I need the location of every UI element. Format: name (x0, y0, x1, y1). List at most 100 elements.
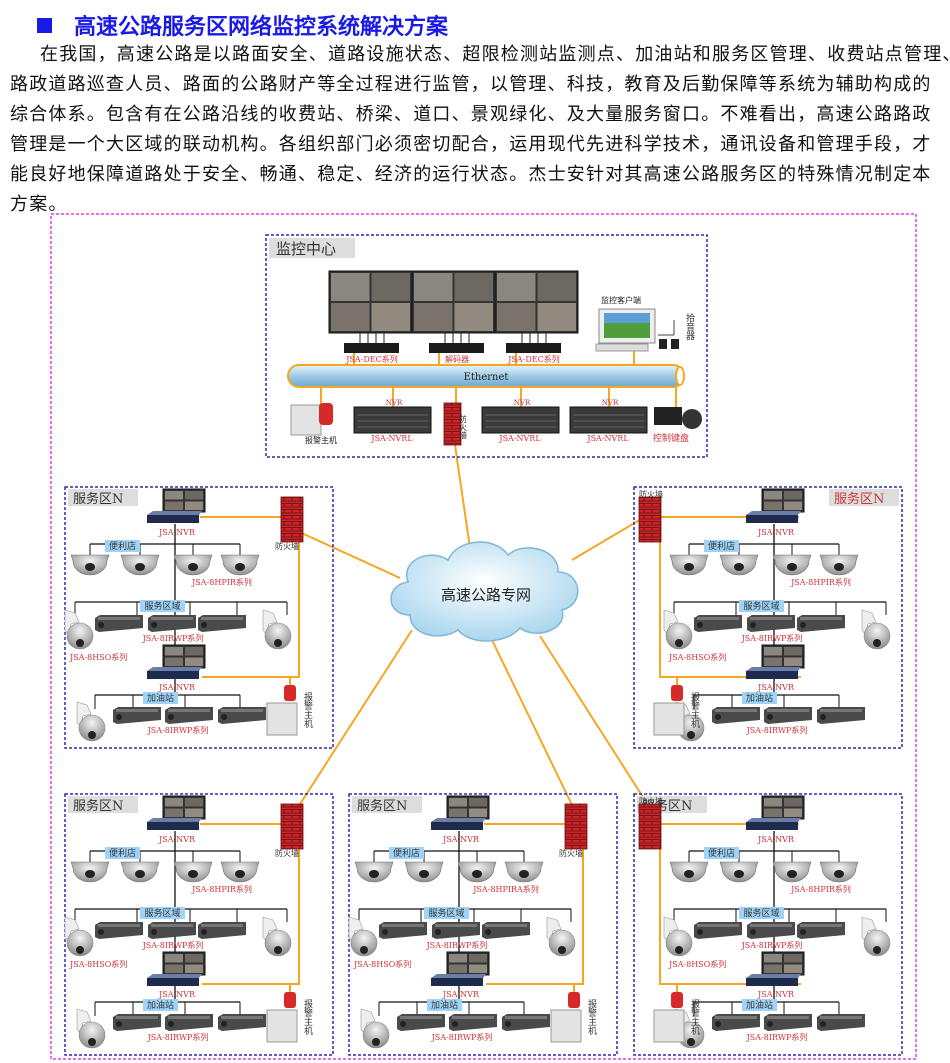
zone-tag-label: 加油站 (746, 999, 773, 1011)
monitor-icon (162, 644, 206, 669)
monitor-icon (761, 951, 805, 976)
firewall-label: 防火墙 (639, 796, 663, 806)
alarm-siren-icon (319, 403, 333, 425)
zone-tag (427, 999, 462, 1011)
zone-tag-label: 便利店 (109, 847, 136, 859)
nvr-server-icon (353, 406, 432, 434)
panel-title: 服务区N (834, 491, 884, 507)
dome-camera-icon (504, 861, 544, 883)
zone-tag-label: 服务区域 (144, 600, 180, 612)
nvr-label: JSA-NVR (442, 990, 480, 999)
network-link (454, 444, 471, 549)
ptz-camera-icon (76, 701, 106, 742)
alarm-host-icon (653, 1009, 685, 1043)
network-link (491, 639, 573, 806)
alarm-label: 报警主机 (586, 998, 597, 1036)
nvr-label: JSA-NVR (757, 528, 795, 537)
dome-camera-icon (70, 554, 110, 576)
nvr-server-icon (481, 406, 560, 434)
zone-tag-label: 便利店 (109, 540, 136, 552)
cloud-icon (390, 541, 579, 642)
dome-camera-icon (354, 861, 394, 883)
center-title: 监控中心 (276, 240, 336, 258)
dome-camera-icon (772, 861, 812, 883)
monitor-icon (761, 488, 805, 513)
nvr-label: JSA-NVR (757, 683, 795, 692)
box-camera-icon (397, 1014, 445, 1031)
firewall-label: 防火墙 (559, 848, 583, 858)
nvr-icon (431, 978, 483, 986)
firewall-label: 防火墙 (639, 489, 663, 499)
zone-tag (742, 692, 777, 704)
paragraph-line: 路政道路巡查人员、路面的公路财产等全过程进行监管，以管理、科技，教育及后勤保障等… (10, 74, 932, 95)
title-text: 高速公路服务区网络监控系统解决方案 (74, 15, 449, 40)
nvr-icon (431, 822, 483, 830)
alarm-label: 报警主机 (689, 998, 700, 1036)
box-camera-icon (764, 707, 812, 724)
model-label: JSA-8HSO系列 (69, 652, 127, 662)
nvr-icon (147, 671, 199, 679)
zone-tag (143, 999, 178, 1011)
dome-camera-icon (173, 554, 213, 576)
nvr-top-label: NVR (602, 399, 619, 407)
ptz-camera-icon (348, 916, 378, 957)
service-area-panel: 服务区N防火墙JSA-NVR便利店JSA-8HPIR系列服务区域JSA-8IRW… (64, 486, 334, 749)
dome-camera-icon (457, 861, 497, 883)
box-camera-icon (198, 922, 246, 939)
paragraph-line: 在我国，高速公路是以路面安全、道路设施状态、超限检测站监测点、加油站和服务区管理… (40, 44, 950, 65)
dome-camera-icon (772, 554, 812, 576)
nvr-icon (147, 818, 202, 822)
zone-tag (704, 540, 739, 552)
box-camera-icon (218, 707, 266, 724)
ptz-camera-icon (64, 916, 94, 957)
box-camera-icon (165, 1014, 213, 1031)
nvr-icon (147, 667, 202, 671)
firewall-label: 防火墙 (459, 414, 468, 440)
model-label: JSA-8HPIR系列 (790, 884, 851, 894)
nvr-top-label: NVR (386, 399, 403, 407)
nvr-server-icon (569, 406, 648, 434)
dome-camera-icon (719, 554, 759, 576)
nvr-icon (746, 511, 801, 515)
nvr-icon (746, 822, 798, 830)
alarm-siren-icon (671, 685, 683, 701)
box-camera-icon (747, 615, 795, 632)
zone-tag (105, 540, 140, 552)
ptz-camera-icon (663, 916, 693, 957)
box-camera-icon (694, 615, 742, 632)
zone-tag (739, 907, 784, 919)
nvr-icon (431, 974, 486, 978)
zone-tag-label: 加油站 (746, 692, 773, 704)
network-link (571, 514, 649, 561)
box-camera-icon (694, 922, 742, 939)
alarm-host-icon (653, 702, 685, 736)
model-label: JSA-8HPIR系列 (191, 577, 252, 587)
nvr-label: JSA-NVR (158, 528, 196, 537)
alarm-host-icon (290, 404, 322, 436)
decoder-label: 解码器 (445, 354, 469, 364)
box-camera-icon (113, 707, 161, 724)
model-label: JSA-8HSO系列 (668, 959, 726, 969)
client-label: 监控客户端 (601, 295, 641, 305)
model-label: JSA-8IRWP系列 (741, 633, 803, 643)
dome-camera-icon (120, 554, 160, 576)
monitor-icon (411, 270, 496, 334)
firewall-icon (638, 496, 662, 543)
zone-tag-label: 加油站 (147, 692, 174, 704)
decoder-label: JSA-DEC系列 (507, 354, 560, 364)
paragraph-line: 管理是一个大区域的联动机构。各组织部门必须密切配合，运用现代先进科学技术，通讯设… (10, 134, 932, 155)
nvr-label: JSA-NVRL (498, 434, 541, 443)
monitor-icon (162, 951, 206, 976)
model-label: JSA-8IRWP系列 (142, 633, 204, 643)
zone-tag (105, 847, 140, 859)
firewall-icon (638, 803, 662, 850)
alarm-siren-icon (284, 992, 296, 1008)
ptz-camera-icon (76, 1008, 106, 1049)
box-camera-icon (148, 615, 196, 632)
nvr-icon (746, 667, 801, 671)
zone-tag-label: 服务区域 (144, 907, 180, 919)
firewall-icon (280, 803, 304, 850)
box-camera-icon (95, 615, 143, 632)
box-camera-icon (218, 1014, 266, 1031)
